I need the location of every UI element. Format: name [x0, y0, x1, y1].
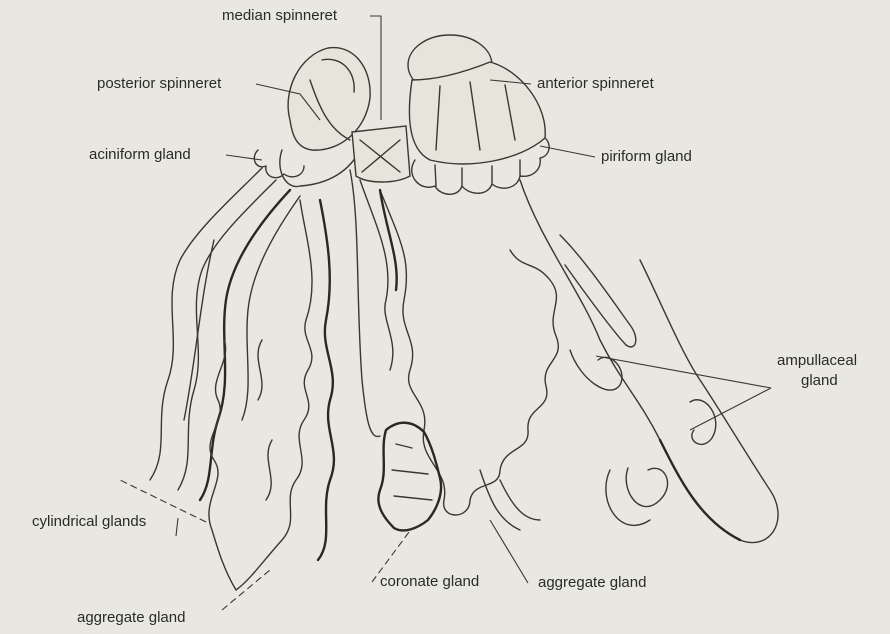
label-ampullaceal-line1: ampullaceal — [777, 352, 857, 370]
label-aggregate-gland-right: aggregate gland — [538, 574, 646, 592]
ampullaceal-gland-drawing — [350, 170, 778, 543]
label-aggregate-gland-left: aggregate gland — [77, 609, 185, 627]
label-median-spinneret: median spinneret — [222, 7, 337, 25]
label-piriform-gland: piriform gland — [601, 148, 692, 166]
coronate-gland-drawing — [378, 423, 441, 531]
label-cylindrical-glands: cylindrical glands — [32, 513, 146, 531]
label-coronate-gland: coronate gland — [380, 573, 479, 591]
label-anterior-spinneret: anterior spinneret — [537, 75, 654, 93]
ampullaceal-loops-drawing — [606, 468, 668, 525]
label-posterior-spinneret: posterior spinneret — [97, 75, 221, 93]
median-spinneret-drawing — [352, 126, 410, 182]
label-aciniform-gland: aciniform gland — [89, 146, 191, 164]
label-ampullaceal-line2: gland — [801, 372, 838, 390]
aggregate-gland-left-drawing — [209, 200, 334, 590]
anterior-spinneret-drawing — [408, 35, 545, 164]
aggregate-gland-right-drawing — [360, 180, 558, 530]
cylindrical-glands-drawing — [150, 168, 300, 500]
